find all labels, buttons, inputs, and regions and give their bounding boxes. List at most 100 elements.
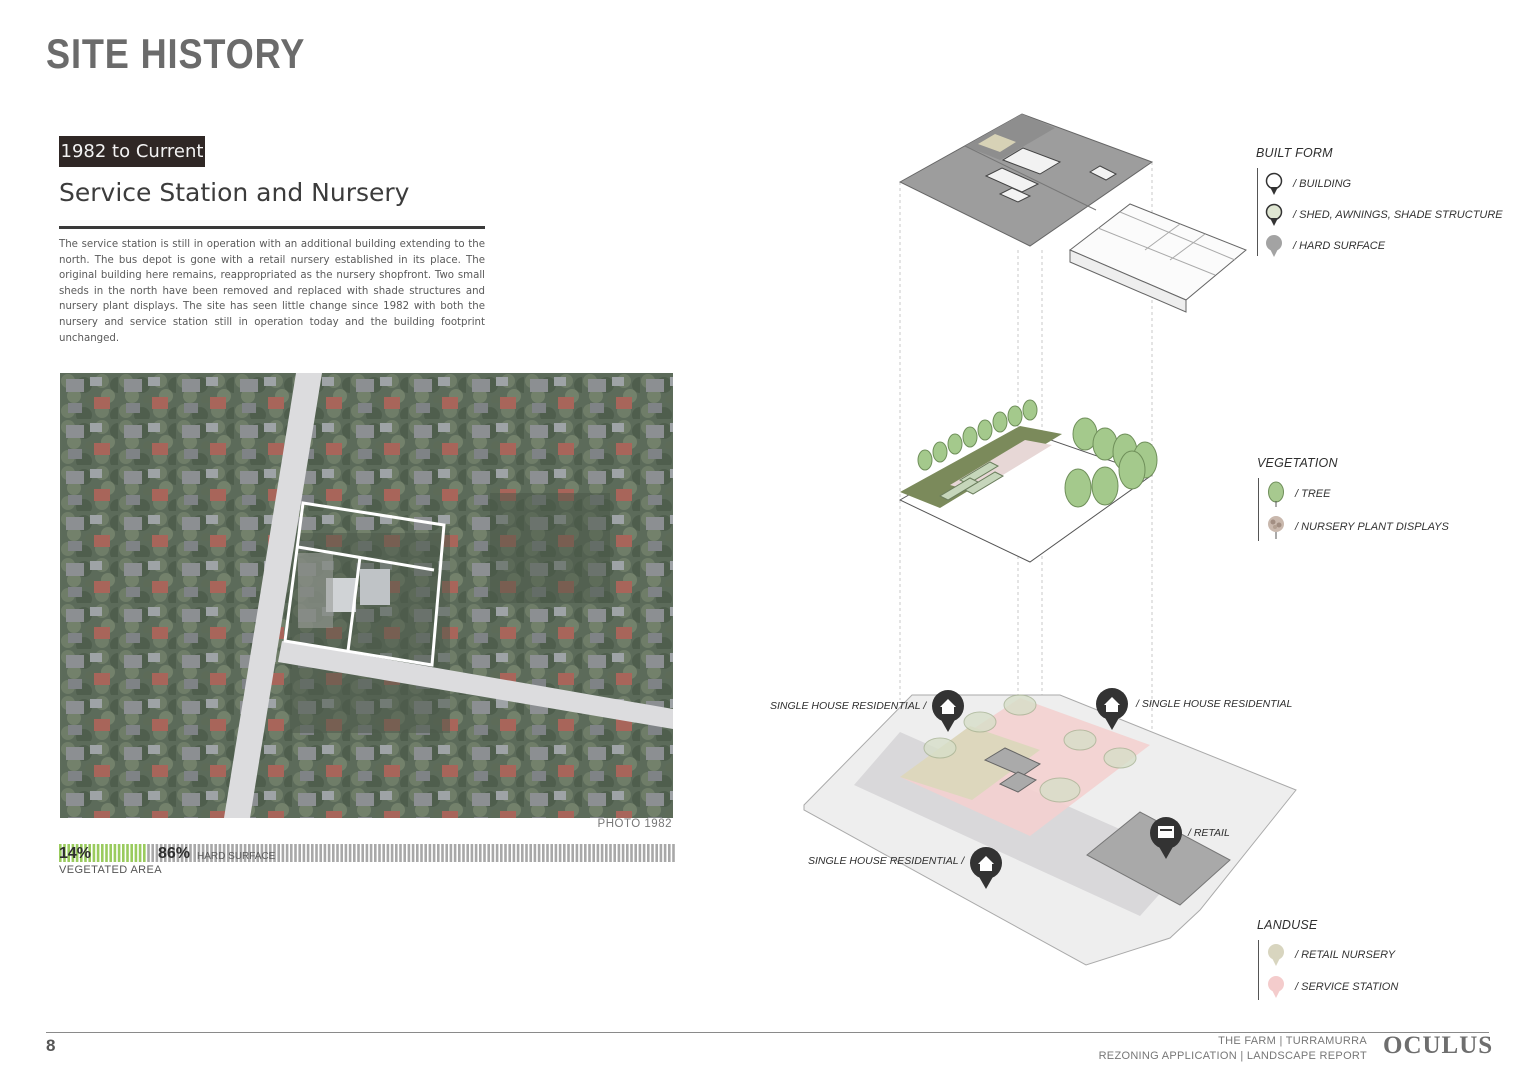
hard-surface-stripe <box>176 844 180 862</box>
page-title: SITE HISTORY <box>46 30 306 77</box>
hard-surface-stripe <box>180 844 184 862</box>
hard-surface-stripe <box>386 844 390 862</box>
legend-label-tree: / TREE <box>1295 488 1331 500</box>
vegetated-stripe <box>134 844 138 862</box>
hard-surface-stripe <box>558 844 562 862</box>
hard-surface-stripe <box>458 844 461 862</box>
hard-surface-stripe <box>369 844 373 862</box>
hard-surface-stripe <box>210 844 213 862</box>
pin-residential-ne <box>1096 688 1128 730</box>
hard-surface-stripe <box>197 844 201 862</box>
hard-surface-stripe <box>168 844 171 862</box>
legend-built-form-heading: BUILT FORM <box>1256 146 1333 160</box>
hard-surface-stripe <box>411 844 415 862</box>
vegetated-stripe <box>138 844 142 862</box>
hard-surface-stripe <box>315 844 318 862</box>
shed-pin-icon <box>1265 203 1283 226</box>
hard-surface-stripe <box>374 844 377 862</box>
hard-surface-stripe <box>155 844 159 862</box>
hard-surface-stripe <box>298 844 301 862</box>
legend-item-tree: / TREE <box>1267 481 1330 507</box>
hard-surface-stripe <box>306 844 310 862</box>
hard-surface-stripe <box>626 844 629 862</box>
hard-surface-stripe <box>453 844 457 862</box>
legend-item-hard-surface: / HARD SURFACE <box>1265 234 1385 258</box>
hard-surface-stripe <box>243 844 247 862</box>
hard-surface-stripe <box>403 844 406 862</box>
hard-surface-stripe <box>407 844 411 862</box>
hard-surface-stripe <box>227 844 230 862</box>
hard-surface-stripe <box>563 844 566 862</box>
hard-surface-stripe <box>512 844 516 862</box>
hard-surface-stripe <box>273 844 276 862</box>
hard-surface-stripe <box>470 844 474 862</box>
hard-surface-stripe <box>164 844 167 862</box>
hard-surface-stripe <box>525 844 528 862</box>
hard-surface-stripe <box>218 844 222 862</box>
footer-report: REZONING APPLICATION | LANDSCAPE REPORT <box>1098 1050 1367 1062</box>
hard-surface-stripe <box>542 844 545 862</box>
annotation-residential-sw: SINGLE HOUSE RESIDENTIAL / <box>808 855 965 867</box>
hard-surface-stripe <box>567 844 570 862</box>
hard-surface-label: HARD SURFACE <box>197 851 276 862</box>
vegetated-stripe <box>71 844 75 862</box>
vegetated-stripe <box>63 844 66 862</box>
hard-surface-stripe <box>185 844 188 862</box>
hard-surface-stripe <box>550 844 553 862</box>
legend-label-hard-surface: / HARD SURFACE <box>1293 240 1386 252</box>
hard-surface-stripe <box>647 844 650 862</box>
hard-surface-stripe <box>248 844 251 862</box>
hard-surface-stripe <box>474 844 478 862</box>
vegetated-stripe <box>126 844 129 862</box>
footer-rule <box>46 1032 1489 1033</box>
hard-surface-stripe <box>605 844 608 862</box>
hard-surface-stripe <box>193 844 196 862</box>
vegetated-stripe <box>75 844 79 862</box>
hard-surface-stripe <box>533 844 537 862</box>
vegetated-stripe <box>109 844 112 862</box>
hard-surface-stripe <box>546 844 549 862</box>
hard-surface-stripe <box>294 844 297 862</box>
hard-surface-stripe <box>663 844 667 862</box>
hard-surface-stripe <box>428 844 432 862</box>
hard-surface-stripe <box>500 844 503 862</box>
hard-surface-stripe <box>319 844 322 862</box>
legend-label-retail-nursery: / RETAIL NURSERY <box>1295 949 1396 961</box>
vegetated-stripe <box>122 844 125 862</box>
hard-surface-stripe <box>260 844 264 862</box>
hard-surface-stripe <box>596 844 600 862</box>
hard-surface-stripe <box>537 844 541 862</box>
hard-surface-stripe <box>651 844 654 862</box>
hard-surface-stripe <box>353 844 356 862</box>
photo-caption: PHOTO 1982 <box>597 818 672 830</box>
building-pin-icon <box>1265 172 1283 195</box>
hard-surface-stripe <box>159 844 163 862</box>
hard-surface-stripe <box>147 844 150 862</box>
hard-surface-stripe <box>584 844 587 862</box>
section-heading: Service Station and Nursery <box>59 178 410 207</box>
hard-surface-stripe <box>495 844 499 862</box>
legend-landuse-divider <box>1258 940 1259 1000</box>
hard-surface-stripe <box>332 844 335 862</box>
hard-surface-stripe <box>281 844 285 862</box>
vegetated-stripe <box>96 844 100 862</box>
vegetated-stripe <box>92 844 96 862</box>
hard-surface-stripe <box>256 844 259 862</box>
hard-surface-stripe <box>151 844 154 862</box>
vegetated-stripe <box>143 844 146 862</box>
vegetated-percentage: 14% <box>59 845 92 862</box>
hard-surface-stripe <box>516 844 520 862</box>
pin-residential-nw <box>932 690 964 732</box>
hard-surface-stripe <box>617 844 621 862</box>
hard-surface-stripe <box>466 844 469 862</box>
legend-label-nursery-plants: / NURSERY PLANT DISPLAYS <box>1295 521 1449 533</box>
hard-surface-stripe <box>348 844 352 862</box>
hard-surface-stripe <box>214 844 217 862</box>
hard-surface-stripe <box>659 844 663 862</box>
tree-icon <box>1268 481 1284 507</box>
annotation-residential-ne: / SINGLE HOUSE RESIDENTIAL <box>1136 698 1293 710</box>
vegetated-label: VEGETATED AREA <box>59 864 162 876</box>
hard-surface-stripe <box>432 844 436 862</box>
pin-residential-sw <box>970 847 1002 889</box>
hard-surface-stripe <box>416 844 419 862</box>
